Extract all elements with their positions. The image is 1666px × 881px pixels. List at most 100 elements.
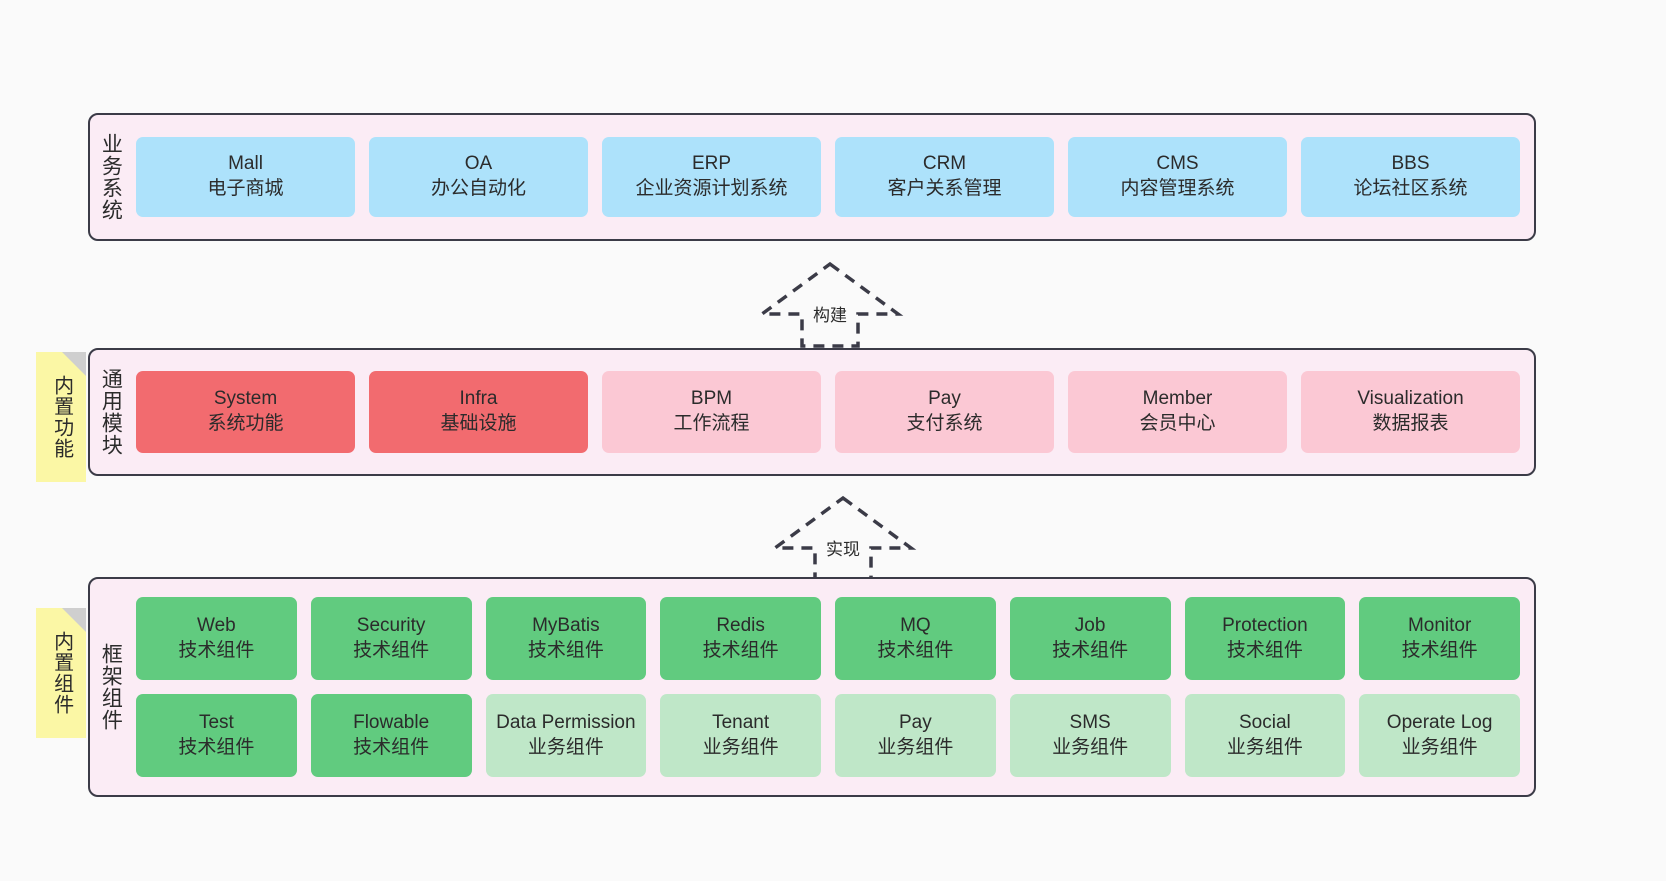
connector-arrow-build: 构建	[755, 258, 905, 350]
card-flowable[interactable]: Flowable 技术组件	[310, 694, 472, 777]
card-pay-component[interactable]: Pay 业务组件	[835, 694, 996, 777]
card-subtitle: 客户关系管理	[887, 178, 1002, 199]
card-subtitle: 电子商城	[207, 178, 284, 199]
card-bbs[interactable]: BBS 论坛社区系统	[1301, 137, 1520, 217]
card-subtitle: 办公自动化	[430, 178, 526, 199]
card-title: Social	[1239, 711, 1291, 733]
sticky-note-label: 内置组件	[50, 631, 73, 715]
card-subtitle: 会员中心	[1139, 413, 1216, 434]
card-subtitle: 技术组件	[1052, 639, 1129, 661]
note-fold-corner-icon	[62, 608, 86, 632]
card-subtitle: 支付系统	[906, 413, 983, 434]
card-title: Security	[356, 614, 426, 636]
card-security[interactable]: Security 技术组件	[310, 597, 472, 680]
card-title: Flowable	[353, 711, 430, 733]
card-subtitle: 数据报表	[1372, 413, 1449, 434]
card-cms[interactable]: CMS 内容管理系统	[1068, 137, 1287, 217]
card-subtitle: 业务组件	[1226, 736, 1303, 758]
card-title: Job	[1074, 614, 1106, 636]
section-label-framework-components: 框架组件	[99, 643, 123, 731]
card-title: CMS	[1156, 153, 1199, 175]
section-label-business-system: 业务系统	[99, 133, 123, 221]
framework-card-row-1: Web 技术组件 Security 技术组件 MyBatis 技术组件 Redi…	[136, 597, 1520, 680]
card-title: Test	[198, 711, 234, 733]
card-title: Mall	[228, 153, 263, 175]
card-mybatis[interactable]: MyBatis 技术组件	[485, 597, 647, 680]
card-test[interactable]: Test 技术组件	[136, 694, 297, 777]
connector-label-build: 构建	[813, 306, 847, 325]
card-monitor[interactable]: Monitor 技术组件	[1359, 597, 1520, 680]
card-title: BBS	[1391, 153, 1430, 175]
card-infra[interactable]: Infra 基础设施	[369, 371, 588, 453]
card-title: CRM	[922, 153, 967, 175]
section-body-business-system: Mall 电子商城 OA 办公自动化 ERP 企业资源计划系统 CRM 客户关系…	[130, 115, 1534, 239]
card-system[interactable]: System 系统功能	[136, 371, 355, 453]
section-framework-components: 框架组件 Web 技术组件 Security 技术组件 MyBatis 技术组件…	[88, 577, 1536, 797]
card-title: Tenant	[712, 711, 770, 733]
card-operate-log[interactable]: Operate Log 业务组件	[1359, 694, 1520, 777]
card-subtitle: 工作流程	[673, 413, 750, 434]
section-label-common-modules: 通用模块	[99, 368, 123, 456]
card-social[interactable]: Social 业务组件	[1184, 694, 1346, 777]
card-mq[interactable]: MQ 技术组件	[835, 597, 996, 680]
card-title: ERP	[691, 153, 732, 175]
card-tenant[interactable]: Tenant 业务组件	[660, 694, 821, 777]
section-body-framework-components: Web 技术组件 Security 技术组件 MyBatis 技术组件 Redi…	[130, 579, 1534, 795]
card-title: Infra	[459, 388, 498, 410]
card-bpm[interactable]: BPM 工作流程	[602, 371, 821, 453]
card-title: SMS	[1069, 711, 1111, 733]
card-title: OA	[464, 153, 493, 175]
card-subtitle: 技术组件	[353, 639, 430, 661]
card-title: Visualization	[1357, 388, 1464, 410]
card-title: Monitor	[1407, 614, 1472, 636]
card-subtitle: 业务组件	[1052, 736, 1129, 758]
card-title: Data Permission	[496, 711, 636, 733]
connector-label-implement: 实现	[826, 540, 860, 559]
card-subtitle: 技术组件	[877, 639, 954, 661]
card-oa[interactable]: OA 办公自动化	[369, 137, 588, 217]
card-title: Pay	[928, 388, 961, 410]
section-business-system: 业务系统 Mall 电子商城 OA 办公自动化 ERP 企业资源计划系统 CRM…	[88, 113, 1536, 241]
card-subtitle: 技术组件	[353, 736, 430, 758]
card-member[interactable]: Member 会员中心	[1068, 371, 1287, 453]
card-pay-module[interactable]: Pay 支付系统	[835, 371, 1054, 453]
sticky-note-builtin-components: 内置组件	[36, 608, 86, 738]
card-title: MQ	[900, 614, 931, 636]
card-redis[interactable]: Redis 技术组件	[660, 597, 821, 680]
card-title: Operate Log	[1386, 711, 1493, 733]
card-protection[interactable]: Protection 技术组件	[1184, 597, 1346, 680]
card-title: System	[213, 388, 278, 410]
card-subtitle: 技术组件	[1226, 639, 1303, 661]
card-subtitle: 业务组件	[1401, 736, 1478, 758]
card-title: Web	[197, 614, 236, 636]
card-subtitle: 企业资源计划系统	[635, 178, 788, 199]
card-title: Pay	[899, 711, 932, 733]
card-title: BPM	[690, 388, 733, 410]
framework-card-row-2: Test 技术组件 Flowable 技术组件 Data Permission …	[136, 694, 1520, 777]
card-subtitle: 业务组件	[702, 736, 779, 758]
sticky-note-label: 内置功能	[50, 375, 73, 459]
card-subtitle: 论坛社区系统	[1353, 178, 1468, 199]
card-job[interactable]: Job 技术组件	[1009, 597, 1171, 680]
card-crm[interactable]: CRM 客户关系管理	[835, 137, 1054, 217]
card-subtitle: 技术组件	[178, 736, 255, 758]
section-body-common-modules: System 系统功能 Infra 基础设施 BPM 工作流程 Pay 支付系统…	[130, 350, 1534, 474]
card-data-permission[interactable]: Data Permission 业务组件	[485, 694, 647, 777]
card-subtitle: 技术组件	[527, 639, 604, 661]
card-subtitle: 业务组件	[877, 736, 954, 758]
card-title: Protection	[1222, 614, 1308, 636]
card-mall[interactable]: Mall 电子商城	[136, 137, 355, 217]
business-card-row: Mall 电子商城 OA 办公自动化 ERP 企业资源计划系统 CRM 客户关系…	[136, 137, 1520, 217]
card-subtitle: 技术组件	[178, 639, 255, 661]
sticky-note-builtin-features: 内置功能	[36, 352, 86, 482]
card-visualization[interactable]: Visualization 数据报表	[1301, 371, 1520, 453]
card-title: Member	[1142, 388, 1213, 410]
card-web[interactable]: Web 技术组件	[136, 597, 297, 680]
common-modules-card-row: System 系统功能 Infra 基础设施 BPM 工作流程 Pay 支付系统…	[136, 371, 1520, 453]
card-subtitle: 内容管理系统	[1120, 178, 1235, 199]
card-subtitle: 业务组件	[527, 736, 604, 758]
card-subtitle: 系统功能	[207, 413, 284, 434]
card-sms[interactable]: SMS 业务组件	[1009, 694, 1171, 777]
card-erp[interactable]: ERP 企业资源计划系统	[602, 137, 821, 217]
